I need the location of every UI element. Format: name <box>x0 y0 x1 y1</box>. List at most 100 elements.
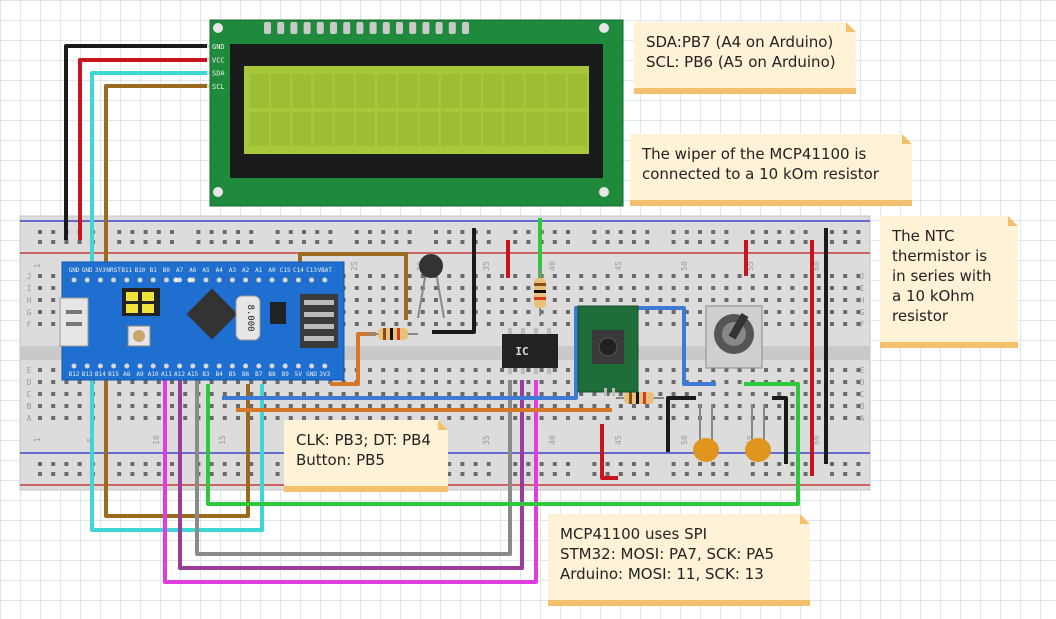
column-number: 35 <box>482 261 491 271</box>
stm32-pin-label: C13 <box>306 267 317 274</box>
row-letter: E <box>27 366 32 375</box>
column-number: 25 <box>350 261 359 271</box>
lcd-pin-label: SCL <box>212 83 225 91</box>
lcd-pin-label: GND <box>212 43 225 51</box>
stm32-pin-label: VBAT <box>318 267 333 274</box>
column-number: 55 <box>746 261 755 271</box>
wire-button-green <box>206 382 800 506</box>
stm32-pin-label: B13 <box>82 371 93 378</box>
note-i2c: SDA:PB7 (A4 on Arduino) SCL: PB6 (A5 on … <box>634 22 856 94</box>
resistor-ntc-icon <box>366 328 418 340</box>
potentiometer-icon <box>705 305 763 369</box>
row-letter: H <box>860 296 865 305</box>
stm32-pin-label: A0 <box>268 267 276 274</box>
note-wiper: The wiper of the MCP41100 is connected t… <box>630 134 912 206</box>
stm32-pin-label: 5V <box>295 371 303 378</box>
capacitor-1-icon <box>693 404 719 462</box>
lcd-pin-label: VCC <box>212 56 225 64</box>
stm32-pin-label: B12 <box>69 371 80 378</box>
note-ntc: The NTC thermistor is in series with a 1… <box>880 216 1018 348</box>
lcd-pin-label: SDA <box>212 70 225 78</box>
stm32-pin-label: B1 <box>150 267 158 274</box>
resistor-pot-icon <box>616 392 664 404</box>
column-number: 40 <box>548 435 557 445</box>
wire-scl-brown <box>104 84 250 518</box>
ic-label: IC <box>515 345 528 358</box>
note-ntc-line-1: The NTC <box>892 227 955 245</box>
wire-sda-cyan <box>90 71 264 532</box>
stm32-pin-label: B15 <box>108 371 119 378</box>
crystal-label: 8.000 <box>245 304 255 331</box>
stm32-pin-label: A6 <box>189 267 197 274</box>
stm32-pin-label: GND <box>306 371 317 378</box>
column-number: 1 <box>33 437 42 442</box>
note-i2c-line-1: SDA:PB7 (A4 on Arduino) <box>646 33 834 51</box>
column-number: 50 <box>680 435 689 445</box>
row-letter: B <box>27 402 32 411</box>
wire-black-cap-2 <box>772 396 788 464</box>
note-spi-line-1: MCP41100 uses SPI <box>560 525 708 543</box>
stm32-pin-label: B5 <box>229 371 237 378</box>
stm32-pin-label: B9 <box>282 371 290 378</box>
stm32-pin-label: A7 <box>176 267 184 274</box>
wire-black-cap-1 <box>666 396 696 452</box>
column-number: 1 <box>33 263 42 268</box>
note-ntc-line-4: a 10 kOhm <box>892 287 975 305</box>
stm32-pin-label: 3V3 <box>95 267 106 274</box>
note-encoder: CLK: PB3; DT: PB4 Button: PB5 <box>284 420 448 492</box>
mcp41100-ic: IC <box>502 328 558 374</box>
stm32-pin-label: B10 <box>135 267 146 274</box>
row-letter: C <box>860 390 865 399</box>
note-spi: MCP41100 uses SPI STM32: MOSI: PA7, SCK:… <box>548 514 810 606</box>
stm32-pin-label: B0 <box>163 267 171 274</box>
row-letter: E <box>860 366 865 375</box>
row-letter: A <box>860 414 865 423</box>
crystal-icon <box>235 295 261 341</box>
stm32-pin-label: B14 <box>95 371 106 378</box>
wire-vcc-red <box>78 58 207 240</box>
stm32-pin-label: B4 <box>216 371 224 378</box>
stm32-pin-label: A2 <box>242 267 250 274</box>
wire-gnd-black-2 <box>432 228 476 334</box>
note-encoder-line-2: Button: PB5 <box>296 451 385 469</box>
lcd-character-cells <box>250 74 587 146</box>
column-number: 55 <box>746 435 755 445</box>
note-spi-line-3: Arduino: MOSI: 11, SCK: 13 <box>560 565 764 583</box>
column-number: 15 <box>218 435 227 445</box>
column-number: 45 <box>614 435 623 445</box>
stm32-pin-label: C14 <box>293 267 304 274</box>
stm32-pin-label: GND <box>69 267 80 274</box>
wire-gnd-black <box>64 44 207 240</box>
stm32-pin-label: A15 <box>187 371 198 378</box>
column-number: 50 <box>680 261 689 271</box>
wires <box>64 44 828 584</box>
row-letter: J <box>27 272 32 281</box>
column-number: 60 <box>812 435 821 445</box>
ntc-thermistor-icon <box>417 254 445 319</box>
column-number: 40 <box>548 261 557 271</box>
stm32-pin-label: A3 <box>229 267 237 274</box>
row-letter: A <box>27 414 32 423</box>
stm32-pin-label: B8 <box>268 371 276 378</box>
lcd-module: GND VCC SDA SCL <box>204 19 624 207</box>
stm32-pin-label: B3 <box>202 371 210 378</box>
note-ntc-line-2: thermistor is <box>892 247 988 265</box>
column-number: 60 <box>812 261 821 271</box>
note-wiper-line-2: connected to a 10 kOm resistor <box>642 165 879 183</box>
stm32-pin-label: A1 <box>255 267 263 274</box>
note-ntc-line-5: resistor <box>892 307 949 325</box>
column-number: 45 <box>614 261 623 271</box>
row-letter: C <box>27 390 32 399</box>
stm32-pin-label: A11 <box>161 371 172 378</box>
stm32-pin-label: A8 <box>123 371 131 378</box>
stm32-pin-label: B6 <box>242 371 250 378</box>
column-number: 35 <box>482 435 491 445</box>
capacitor-2-icon <box>745 404 771 462</box>
stm32-pin-label: A10 <box>148 371 159 378</box>
